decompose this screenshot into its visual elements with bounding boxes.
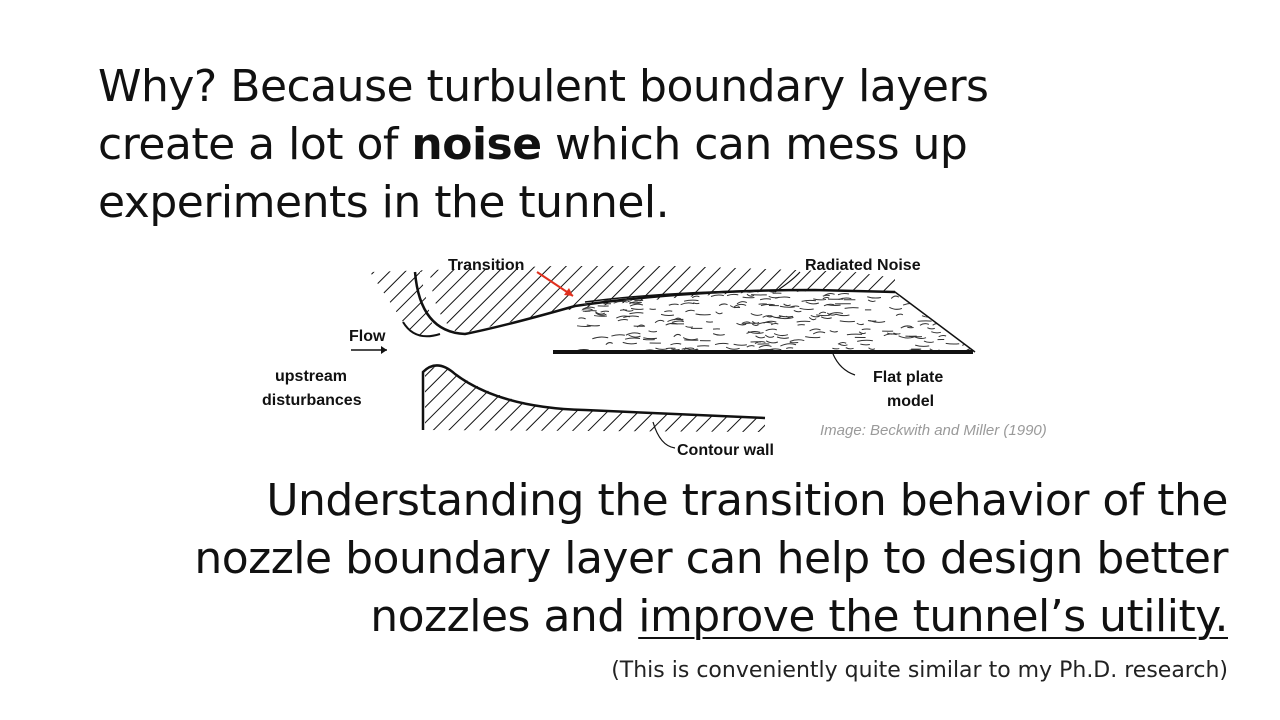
conclusion-underlined-phrase: improve the tunnel’s utility. (638, 591, 1228, 642)
footnote: (This is conveniently quite similar to m… (611, 658, 1228, 683)
label-flat-plate: Flat plate (873, 369, 943, 386)
nozzle-diagram-svg: Transition Radiated Noise Flow upstream … (262, 257, 976, 459)
label-contour-wall: Contour wall (677, 442, 774, 459)
image-credit: Image: Beckwith and Miller (1990) (820, 422, 1047, 439)
flat-plate-model (553, 350, 973, 354)
heading-line-1: Why? Because turbulent boundary layers (98, 61, 989, 112)
label-model: model (887, 393, 934, 410)
radiated-noise-leader (774, 271, 801, 293)
heading-line-2-pre: create a lot of (98, 119, 412, 170)
heading-line-2-post: which can mess up (541, 119, 968, 170)
contour-wall-leader (652, 421, 676, 449)
lower-wall-contour (421, 364, 766, 430)
conclusion-line-3-pre: nozzles and (370, 591, 639, 642)
upper-throat-lip (402, 321, 441, 338)
lower-nozzle-wall (425, 367, 765, 432)
label-upstream: upstream (275, 368, 347, 385)
heading-line-3: experiments in the tunnel. (98, 177, 670, 228)
label-disturbances: disturbances (262, 392, 362, 409)
upper-throat-hatch (370, 272, 435, 337)
label-radiated-noise: Radiated Noise (805, 257, 921, 274)
nozzle-diagram: Transition Radiated Noise Flow upstream … (255, 250, 1095, 465)
conclusion-text: Understanding the transition behavior of… (78, 472, 1228, 646)
slide-heading: Why? Because turbulent boundary layers c… (98, 58, 1098, 232)
label-transition: Transition (448, 257, 524, 274)
label-flow: Flow (349, 328, 386, 345)
conclusion-line-2: nozzle boundary layer can help to design… (194, 533, 1228, 584)
heading-noise-emphasis: noise (411, 119, 542, 170)
conclusion-line-1: Understanding the transition behavior of… (266, 475, 1228, 526)
flat-plate-leader (832, 353, 856, 376)
